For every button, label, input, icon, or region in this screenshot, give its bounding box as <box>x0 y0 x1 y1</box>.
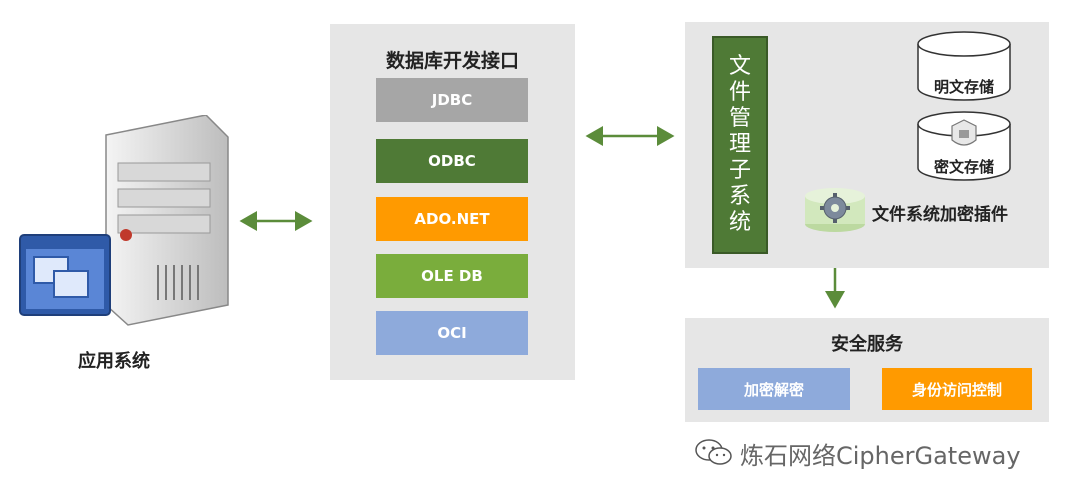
application-system: 应用系统 <box>18 115 258 375</box>
security-panel-title: 安全服务 <box>831 334 903 355</box>
app-system-label: 应用系统 <box>78 351 150 372</box>
database-encrypted-icon <box>917 111 1011 181</box>
driver-odbc: ODBC <box>376 139 528 183</box>
encrypted-storage-label: 密文存储 <box>933 158 994 176</box>
plugin-label: 文件系统加密插件 <box>872 205 1008 225</box>
database-plain-icon <box>917 31 1011 101</box>
plain-storage-label: 明文存储 <box>933 78 994 96</box>
driver-jdbc: JDBC <box>376 78 528 122</box>
driver-ole-db: OLE DB <box>376 254 528 298</box>
access-control-box: 身份访问控制 <box>882 368 1032 410</box>
gear-icon <box>805 188 865 232</box>
server-icon <box>105 115 229 326</box>
wechat-icon <box>695 439 732 465</box>
driver-oci: OCI <box>376 311 528 355</box>
watermark-text: 炼石网络CipherGateway <box>740 442 1021 470</box>
file-subsystem-title: 文 件 管 理 子 系 统 <box>712 36 768 254</box>
driver-ado-net: ADO.NET <box>376 197 528 241</box>
encrypt-decrypt-box: 加密解密 <box>698 368 850 410</box>
interface-panel-title: 数据库开发接口 <box>385 50 519 72</box>
window-icon <box>19 234 111 316</box>
